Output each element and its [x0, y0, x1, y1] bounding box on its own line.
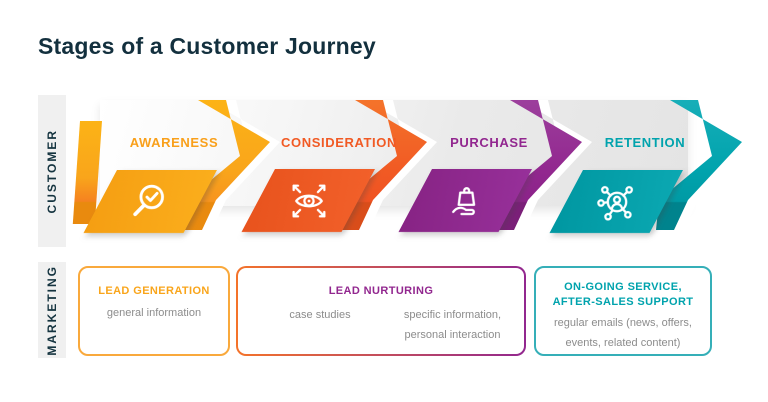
retention-icon-tile: [549, 170, 683, 233]
box-title: LEAD GENERATION: [98, 285, 210, 297]
box-text-right: specific information, personal interacti…: [390, 305, 515, 345]
box-title-line: AFTER-SALES SUPPORT: [552, 296, 694, 308]
stage-label-purchase: PURCHASE: [450, 135, 528, 150]
eye-scan-icon: [259, 169, 359, 232]
box-text-line: personal interaction: [404, 329, 501, 341]
stage-label-consideration: CONSIDERATION: [281, 135, 397, 150]
customer-row-label: CUSTOMER: [45, 128, 59, 214]
marketing-row-label: MARKETING: [45, 264, 59, 356]
box-text-line: specific information,: [403, 309, 502, 321]
box-text: general information: [106, 307, 202, 319]
magnifier-check-icon: [101, 170, 201, 233]
box-text-line: events, related content): [565, 337, 681, 349]
ongoing-service-box: ON-GOING SERVICE, AFTER-SALES SUPPORT re…: [534, 266, 712, 356]
box-text-left: case studies: [289, 309, 351, 321]
lead-nurturing-box: LEAD NURTURING case studies specific inf…: [236, 266, 526, 356]
page-title: Stages of a Customer Journey: [38, 33, 376, 59]
user-network-icon: [567, 170, 667, 233]
marketing-row-strip: MARKETING: [38, 262, 66, 358]
awareness-icon-tile: [83, 170, 217, 233]
stage-label-awareness: AWARENESS: [129, 135, 219, 150]
customer-row-strip: CUSTOMER: [38, 95, 66, 247]
box-title: ON-GOING SERVICE, AFTER-SALES SUPPORT: [553, 280, 694, 310]
bag-in-hand-icon: [416, 169, 516, 232]
box-title: LEAD NURTURING: [328, 285, 434, 297]
lead-generation-box: LEAD GENERATION general information: [78, 266, 230, 356]
box-text: regular emails (news, offers, events, re…: [554, 313, 692, 353]
box-title-line: ON-GOING SERVICE,: [564, 281, 682, 293]
box-text-line: regular emails (news, offers,: [554, 317, 692, 329]
consideration-icon-tile: [241, 169, 375, 232]
purchase-icon-tile: [398, 169, 532, 232]
stage-label-retention: RETENTION: [604, 135, 686, 150]
